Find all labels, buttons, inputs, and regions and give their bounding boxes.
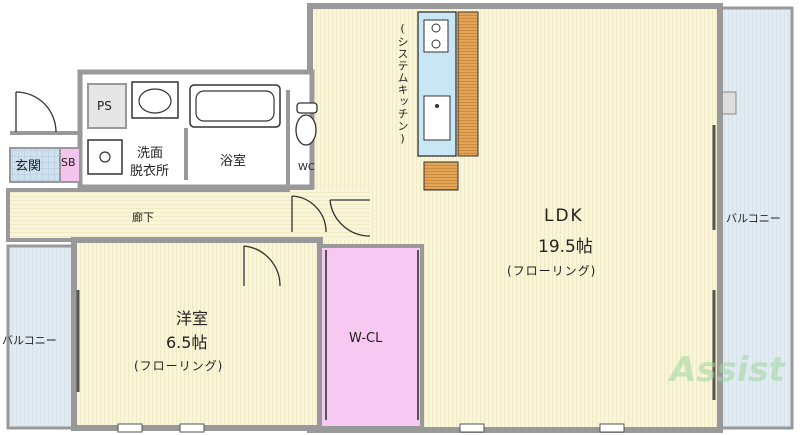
western-name: 洋室 xyxy=(176,309,209,328)
western-size: 6.5帖 xyxy=(166,333,208,352)
wcl-label: W-CL xyxy=(349,331,383,346)
cabinet xyxy=(423,161,459,191)
western-floor: (フローリング) xyxy=(134,359,224,373)
balcony-left-label: バルコニー xyxy=(2,334,57,347)
hallway xyxy=(6,188,312,242)
sb-box xyxy=(59,147,81,183)
bath-label: 浴室 xyxy=(220,154,247,169)
washing-machine-pan xyxy=(87,139,123,175)
wc-label: WC xyxy=(298,162,315,173)
ldk-size: 19.5帖 xyxy=(538,237,593,257)
ldk-door xyxy=(329,199,371,237)
bar-counter xyxy=(457,11,479,157)
assist-logo: Assist xyxy=(670,350,785,390)
balcony-left xyxy=(6,244,76,430)
hallway-label: 廊下 xyxy=(132,211,154,224)
toilet xyxy=(295,114,317,146)
hall-door xyxy=(291,195,327,233)
entrance-label: 玄関 xyxy=(15,159,42,174)
ps-label: PS xyxy=(97,99,112,113)
washroom-label-2: 脱衣所 xyxy=(130,164,170,179)
kitchen-label: (システムキッチン) xyxy=(396,22,409,146)
washroom-label-1: 洗面 xyxy=(137,146,164,161)
ldk-name: LDK xyxy=(544,206,584,226)
sb-label: SB xyxy=(61,156,76,169)
ps-box xyxy=(87,83,127,129)
entrance-door xyxy=(15,91,57,133)
western-door xyxy=(243,245,281,287)
western-room xyxy=(71,237,323,431)
ldk-floor: (フローリング) xyxy=(507,264,597,278)
wcl-room xyxy=(318,244,424,430)
balcony-right-label: バルコニー xyxy=(726,212,781,225)
